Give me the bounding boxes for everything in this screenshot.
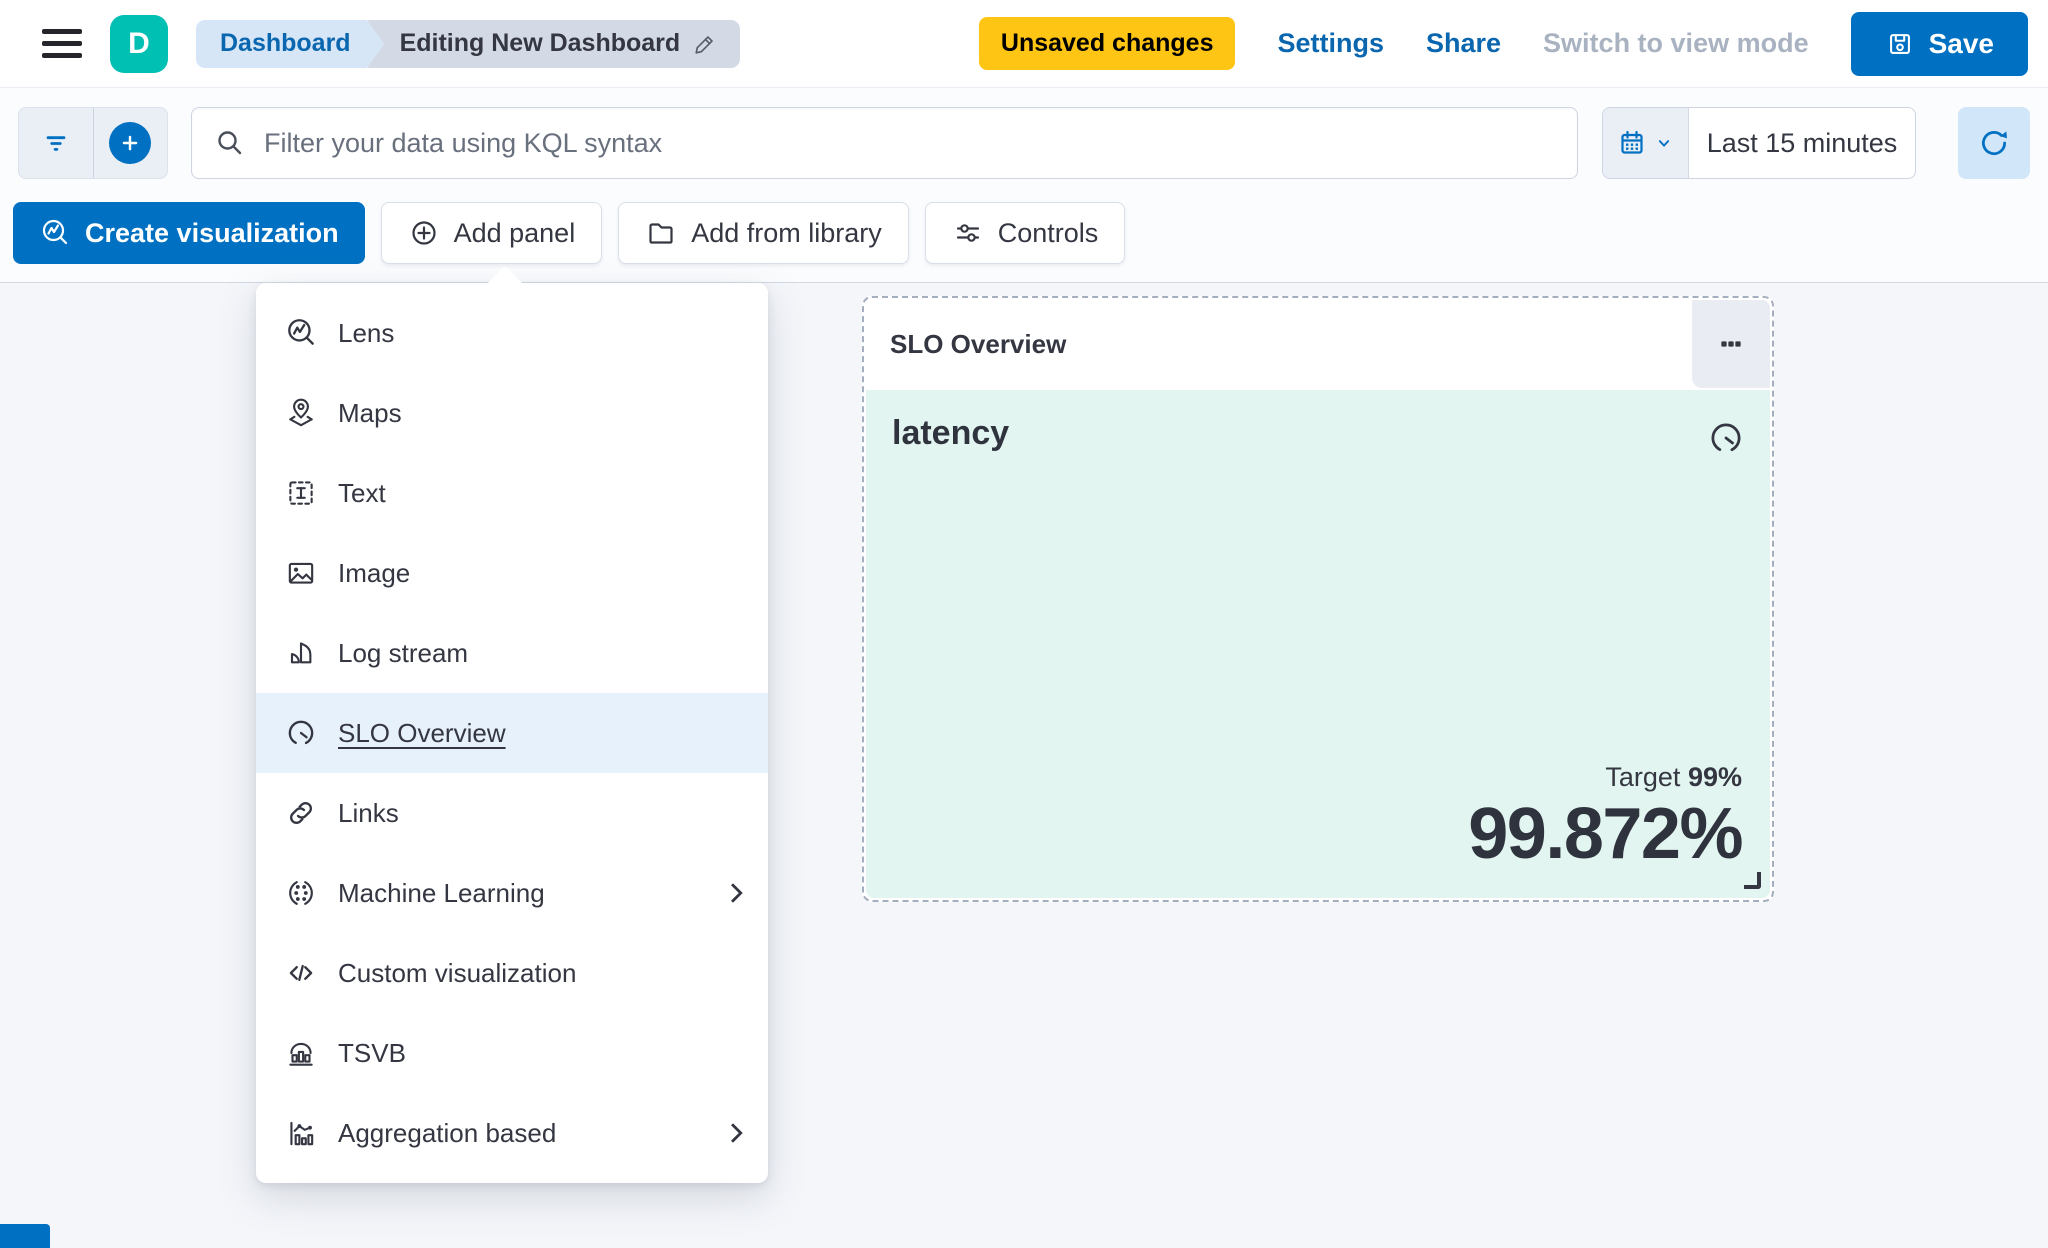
refresh-button[interactable]: [1958, 107, 2030, 179]
machine-learning-icon: [289, 881, 313, 905]
sliders-icon: [956, 224, 979, 242]
breadcrumb: Dashboard Editing New Dashboard: [196, 19, 741, 68]
app-header: D Dashboard Editing New Dashboard Unsave…: [0, 0, 2048, 283]
breadcrumb-dashboard[interactable]: Dashboard: [196, 19, 367, 68]
slo-panel-body: latency Target 99% 99.872%: [866, 390, 1770, 898]
topbar-actions: Unsaved changes Settings Share Switch to…: [978, 11, 2028, 76]
bottom-left-drag-indicator: [0, 1224, 50, 1248]
create-visualization-button[interactable]: Create visualization: [13, 202, 365, 264]
add-panel-button[interactable]: Add panel: [380, 202, 603, 264]
slo-panel-header: SLO Overview: [864, 298, 1772, 390]
query-bar: Last 15 minutes: [0, 106, 2048, 180]
slo-value: 99.872%: [1468, 794, 1743, 875]
filter-button-group: [18, 107, 168, 179]
filter-menu-button[interactable]: [19, 108, 93, 178]
menu-item-image[interactable]: Image: [256, 533, 768, 613]
refresh-icon: [1981, 130, 2009, 156]
menu-icon[interactable]: [42, 29, 82, 58]
top-navigation-bar: D Dashboard Editing New Dashboard Unsave…: [0, 0, 2048, 88]
agg-chart-icon: [290, 1121, 314, 1146]
add-filter-plus-icon: [109, 122, 152, 164]
unsaved-changes-badge: Unsaved changes: [978, 17, 1236, 70]
chevron-right-icon: [723, 1123, 743, 1143]
add-filter-button[interactable]: [92, 108, 168, 178]
time-range-value[interactable]: Last 15 minutes: [1706, 127, 1898, 158]
lens-icon: [42, 219, 68, 245]
dashboard-canvas: Lens Maps Text Image Log stream SLO Over…: [0, 265, 2048, 1248]
calendar-dropdown-button[interactable]: [1603, 108, 1689, 178]
slo-target-line: Target 99%: [1468, 762, 1742, 793]
kql-search-input[interactable]: [264, 127, 1555, 159]
slo-target-value: 99%: [1687, 762, 1742, 793]
slo-overview-panel[interactable]: SLO Overview latency Target 99% 99.872%: [862, 296, 1774, 902]
menu-item-lens[interactable]: Lens: [256, 293, 768, 373]
folder-icon: [649, 223, 673, 244]
controls-button[interactable]: Controls: [924, 202, 1126, 264]
lens-icon: [288, 319, 314, 345]
search-icon: [218, 131, 242, 155]
time-range-picker: Last 15 minutes: [1602, 107, 1916, 179]
gauge-icon: [288, 720, 314, 746]
chevron-right-icon: [723, 883, 743, 903]
add-panel-menu-list: Lens Maps Text Image Log stream SLO Over…: [256, 293, 768, 1173]
controls-label: Controls: [997, 217, 1099, 248]
gauge-icon: [1711, 423, 1741, 453]
add-panel-menu: Lens Maps Text Image Log stream SLO Over…: [256, 265, 768, 1183]
tsvb-icon: [289, 1042, 313, 1066]
plus-circle-icon: [411, 221, 436, 245]
image-icon: [288, 562, 314, 584]
panel-resize-handle[interactable]: [1744, 872, 1761, 889]
kql-search-box: [191, 107, 1578, 179]
slo-panel-title: SLO Overview: [890, 328, 1067, 359]
slo-target-label: Target: [1605, 762, 1681, 793]
add-from-library-label: Add from library: [691, 217, 882, 248]
breadcrumb-editing-title[interactable]: Editing New Dashboard: [367, 19, 741, 68]
menu-item-custom-visualization[interactable]: Custom visualization: [256, 933, 768, 1013]
dashboard-toolbar: Create visualization Add panel Add from …: [0, 202, 2048, 264]
save-button[interactable]: Save: [1850, 11, 2028, 76]
filter-icon: [46, 136, 66, 151]
pencil-icon: [695, 35, 713, 54]
link-icon: [289, 801, 313, 825]
breadcrumb-arrow: [366, 19, 384, 68]
boxes-horizontal-icon: [1721, 341, 1741, 347]
switch-to-view-mode-link[interactable]: Switch to view mode: [1543, 28, 1809, 58]
code-icon: [289, 964, 313, 982]
menu-item-log-stream[interactable]: Log stream: [256, 613, 768, 693]
log-stream-icon: [290, 642, 312, 664]
chevron-down-icon: [1658, 140, 1669, 147]
calendar-icon: [1620, 130, 1643, 154]
settings-link[interactable]: Settings: [1277, 28, 1384, 58]
menu-item-machine-learning[interactable]: Machine Learning: [256, 853, 768, 933]
menu-item-aggregation-based[interactable]: Aggregation based: [256, 1093, 768, 1173]
add-from-library-button[interactable]: Add from library: [618, 202, 909, 264]
share-link[interactable]: Share: [1426, 28, 1502, 58]
menu-item-links[interactable]: Links: [256, 773, 768, 853]
slo-figures: Target 99% 99.872%: [1468, 762, 1743, 875]
text-icon: [289, 481, 313, 505]
menu-item-slo-overview[interactable]: SLO Overview: [256, 693, 768, 773]
save-icon: [1889, 33, 1910, 54]
create-visualization-label: Create visualization: [85, 217, 339, 248]
add-panel-label: Add panel: [453, 217, 576, 248]
menu-item-tsvb[interactable]: TSVB: [256, 1013, 768, 1093]
maps-icon: [289, 398, 313, 427]
menu-item-maps[interactable]: Maps: [256, 373, 768, 453]
space-avatar[interactable]: D: [110, 14, 168, 73]
menu-item-text[interactable]: Text: [256, 453, 768, 533]
save-button-label: Save: [1928, 27, 1994, 59]
panel-options-button[interactable]: [1692, 300, 1770, 388]
breadcrumb-editing-label: Editing New Dashboard: [399, 29, 681, 57]
slo-metric-name: latency: [892, 414, 1010, 452]
